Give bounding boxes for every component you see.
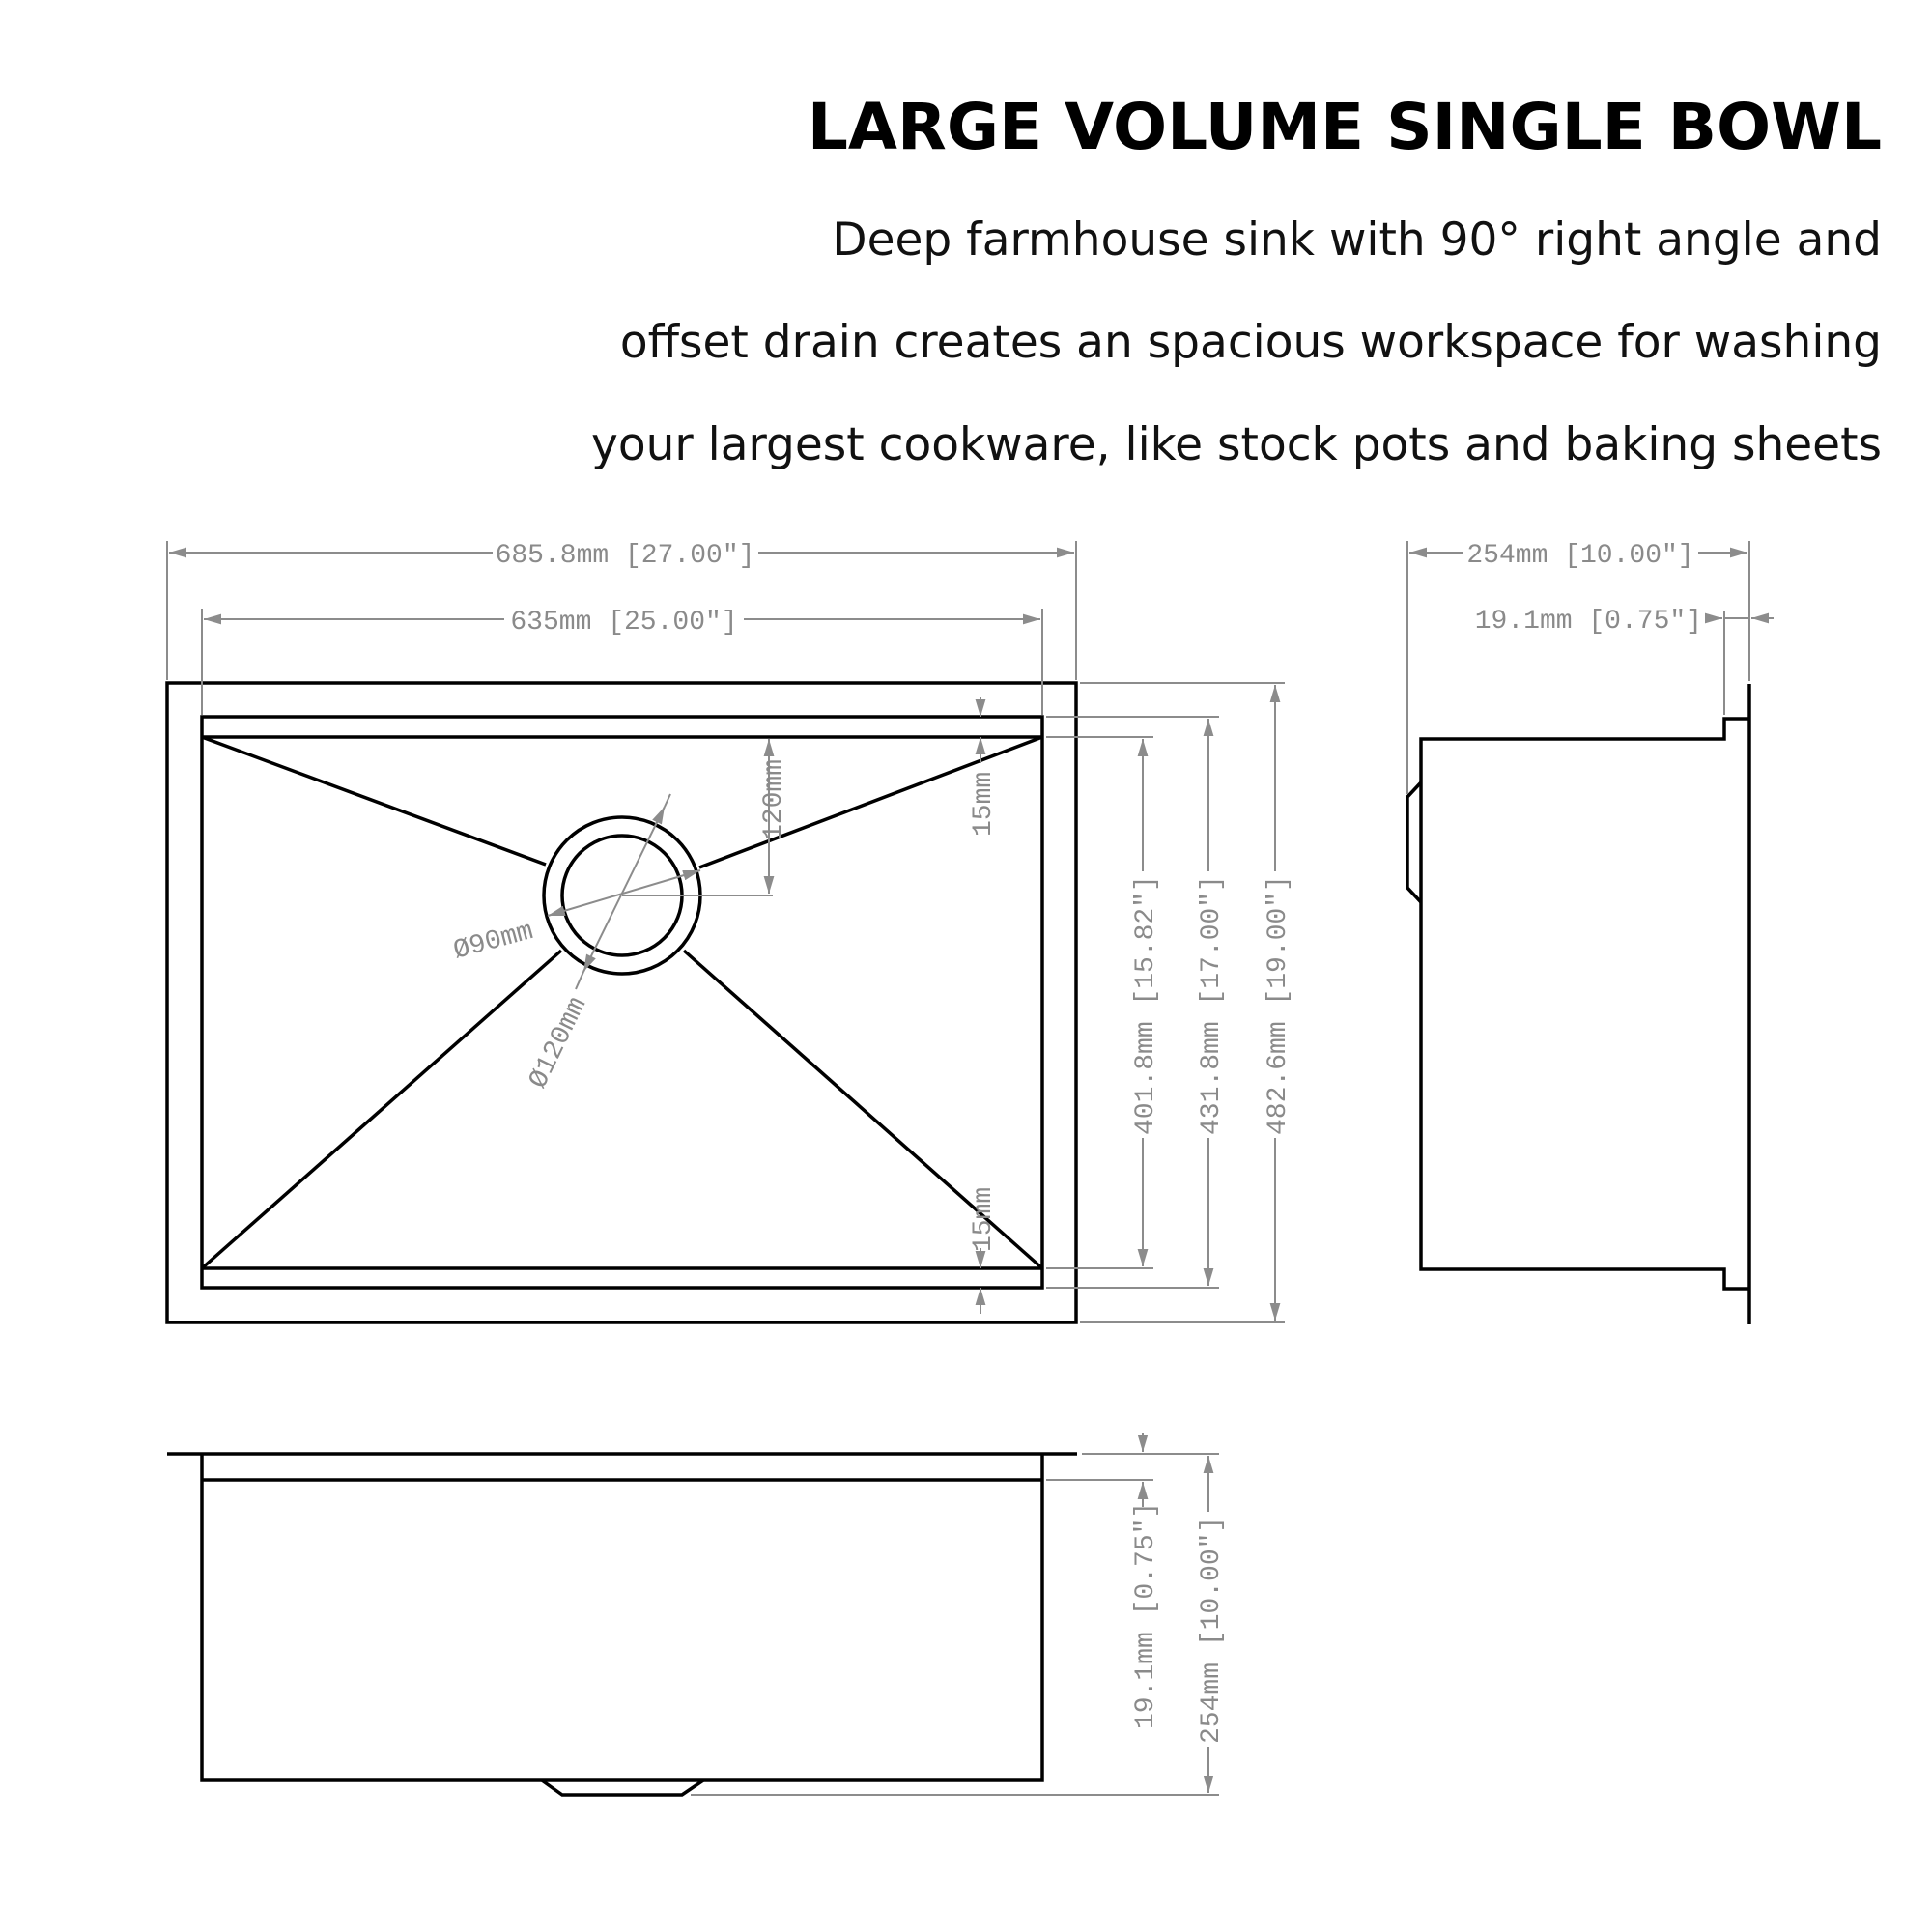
bowl-length-label: 431.8mm [17.00″] bbox=[1197, 875, 1227, 1135]
side-body-outline bbox=[1419, 717, 1749, 1291]
slope-line bbox=[698, 735, 1043, 869]
bottom-ledge-label: 15mm bbox=[969, 1187, 999, 1252]
top-ledge-label: 15mm bbox=[969, 772, 999, 837]
description-line-1: Deep farmhouse sink with 90° right angle… bbox=[832, 213, 1882, 267]
top-view: 120mm Ø90mm Ø120mm 685.8mm [27.00″] 635m… bbox=[165, 541, 1293, 1324]
drain-offset-label: 120mm bbox=[759, 759, 789, 840]
slope-line bbox=[201, 735, 547, 867]
front-drain-bump bbox=[540, 1778, 704, 1797]
front-view: 19.1mm [0.75″] 254mm [10.00″] bbox=[167, 1433, 1227, 1797]
front-depth-label: 254mm [10.00″] bbox=[1197, 1517, 1227, 1744]
drain-inner-diameter-label: Ø90mm bbox=[450, 917, 536, 967]
description-line-2: offset drain creates an spacious workspa… bbox=[620, 316, 1882, 369]
bowl-width-label: 635mm [25.00″] bbox=[510, 608, 737, 638]
side-flange-label: 19.1mm [0.75″] bbox=[1475, 607, 1702, 637]
slope-line bbox=[682, 949, 1044, 1270]
page-title: LARGE VOLUME SINGLE BOWL bbox=[808, 90, 1882, 164]
side-view: 254mm [10.00″] 19.1mm [0.75″] bbox=[1406, 541, 1774, 1324]
overall-length-label: 482.6mm [19.00″] bbox=[1264, 875, 1293, 1135]
side-depth-label: 254mm [10.00″] bbox=[1466, 541, 1693, 571]
sink-inner-rim bbox=[200, 715, 1044, 1290]
dim-extension bbox=[664, 793, 671, 808]
drain-outer-diameter-dim bbox=[582, 806, 666, 973]
drain-inner-diameter-dim bbox=[547, 869, 701, 917]
sink-outer-flange bbox=[165, 681, 1078, 1324]
front-flange-label: 19.1mm [0.75″] bbox=[1131, 1502, 1161, 1729]
drain-outer-diameter-label: Ø120mm bbox=[524, 993, 593, 1094]
dim-extension bbox=[575, 971, 584, 990]
description-line-3: your largest cookware, like stock pots a… bbox=[591, 418, 1882, 471]
bowl-inner-length-label: 401.8mm [15.82″] bbox=[1131, 875, 1161, 1135]
header: LARGE VOLUME SINGLE BOWL Deep farmhouse … bbox=[591, 90, 1882, 471]
front-body-outline bbox=[200, 1454, 1044, 1782]
overall-width-label: 685.8mm [27.00″] bbox=[496, 541, 755, 571]
side-drain-bump bbox=[1406, 781, 1423, 904]
slope-line bbox=[200, 949, 563, 1270]
